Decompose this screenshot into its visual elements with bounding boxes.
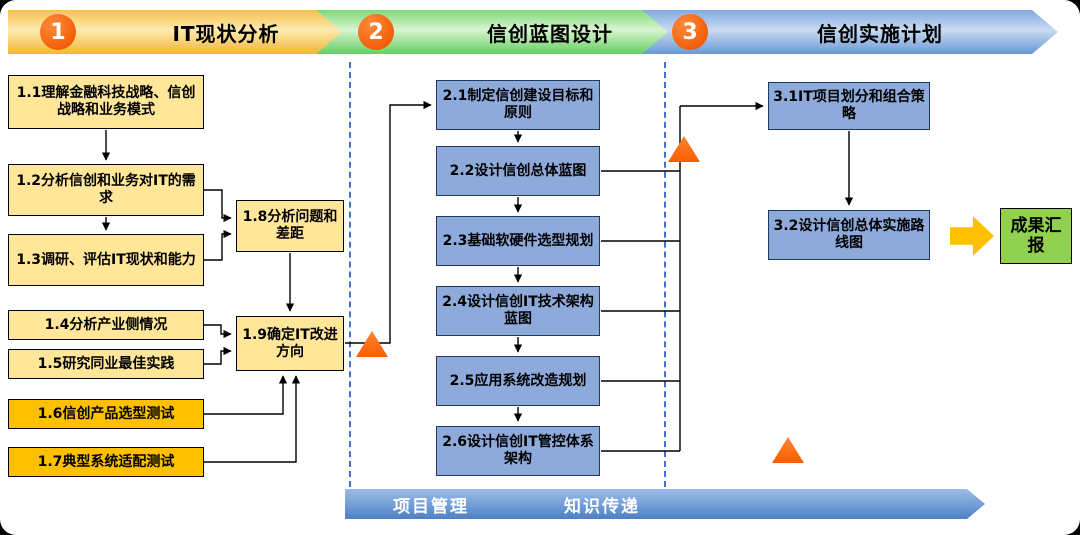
phase3-number-icon: 3	[672, 14, 708, 50]
phase1-number-icon: 1	[40, 14, 76, 50]
phase2-title: 信创蓝图设计	[487, 21, 613, 46]
milestone-triangle-3-icon	[772, 437, 804, 463]
task-box-1-3: 1.3调研、评估IT现状和能力	[8, 234, 204, 286]
task-box-2-6: 2.6设计信创IT管控体系架构	[436, 426, 600, 476]
task-box-2-3: 2.3基础软硬件选型规划	[436, 216, 600, 266]
task-box-1-6: 1.6信创产品选型测试	[8, 399, 204, 429]
phase1-2-separator	[349, 62, 351, 487]
task-box-2-2: 2.2设计信创总体蓝图	[436, 146, 600, 196]
bottom-banner: 项目管理 知识传递	[345, 489, 985, 519]
task-box-2-4: 2.4设计信创IT技术架构蓝图	[436, 286, 600, 336]
phase3-title: 信创实施计划	[817, 21, 943, 46]
result-box: 成果汇报	[1000, 208, 1072, 264]
task-box-1-1: 1.1理解金融科技战略、信创战略和业务模式	[8, 75, 204, 129]
task-box-3-2: 3.2设计信创总体实施路线图	[768, 210, 930, 260]
phase2-number-icon: 2	[358, 14, 394, 50]
result-arrow-icon	[950, 216, 994, 256]
task-box-1-2: 1.2分析信创和业务对IT的需求	[8, 164, 204, 216]
milestone-triangle-2-icon	[668, 136, 700, 162]
phase3-banner: 信创实施计划	[642, 10, 1058, 54]
phase1-title: IT现状分析	[172, 21, 280, 46]
task-box-1-8: 1.8分析问题和差距	[236, 200, 344, 252]
task-box-3-1: 3.1IT项目划分和组合策略	[768, 82, 930, 130]
task-box-1-7: 1.7典型系统适配测试	[8, 447, 204, 477]
task-box-2-5: 2.5应用系统改造规划	[436, 356, 600, 406]
task-box-1-5: 1.5研究同业最佳实践	[8, 349, 204, 379]
milestone-triangle-1-icon	[356, 331, 388, 357]
phase2-3-separator	[664, 62, 666, 487]
bottom-banner-project-management: 项目管理	[393, 496, 469, 517]
bottom-banner-knowledge-transfer: 知识传递	[564, 496, 640, 517]
task-box-2-1: 2.1制定信创建设目标和原则	[436, 80, 600, 130]
task-box-1-4: 1.4分析产业侧情况	[8, 310, 204, 340]
task-box-1-9: 1.9确定IT改进方向	[236, 316, 344, 371]
